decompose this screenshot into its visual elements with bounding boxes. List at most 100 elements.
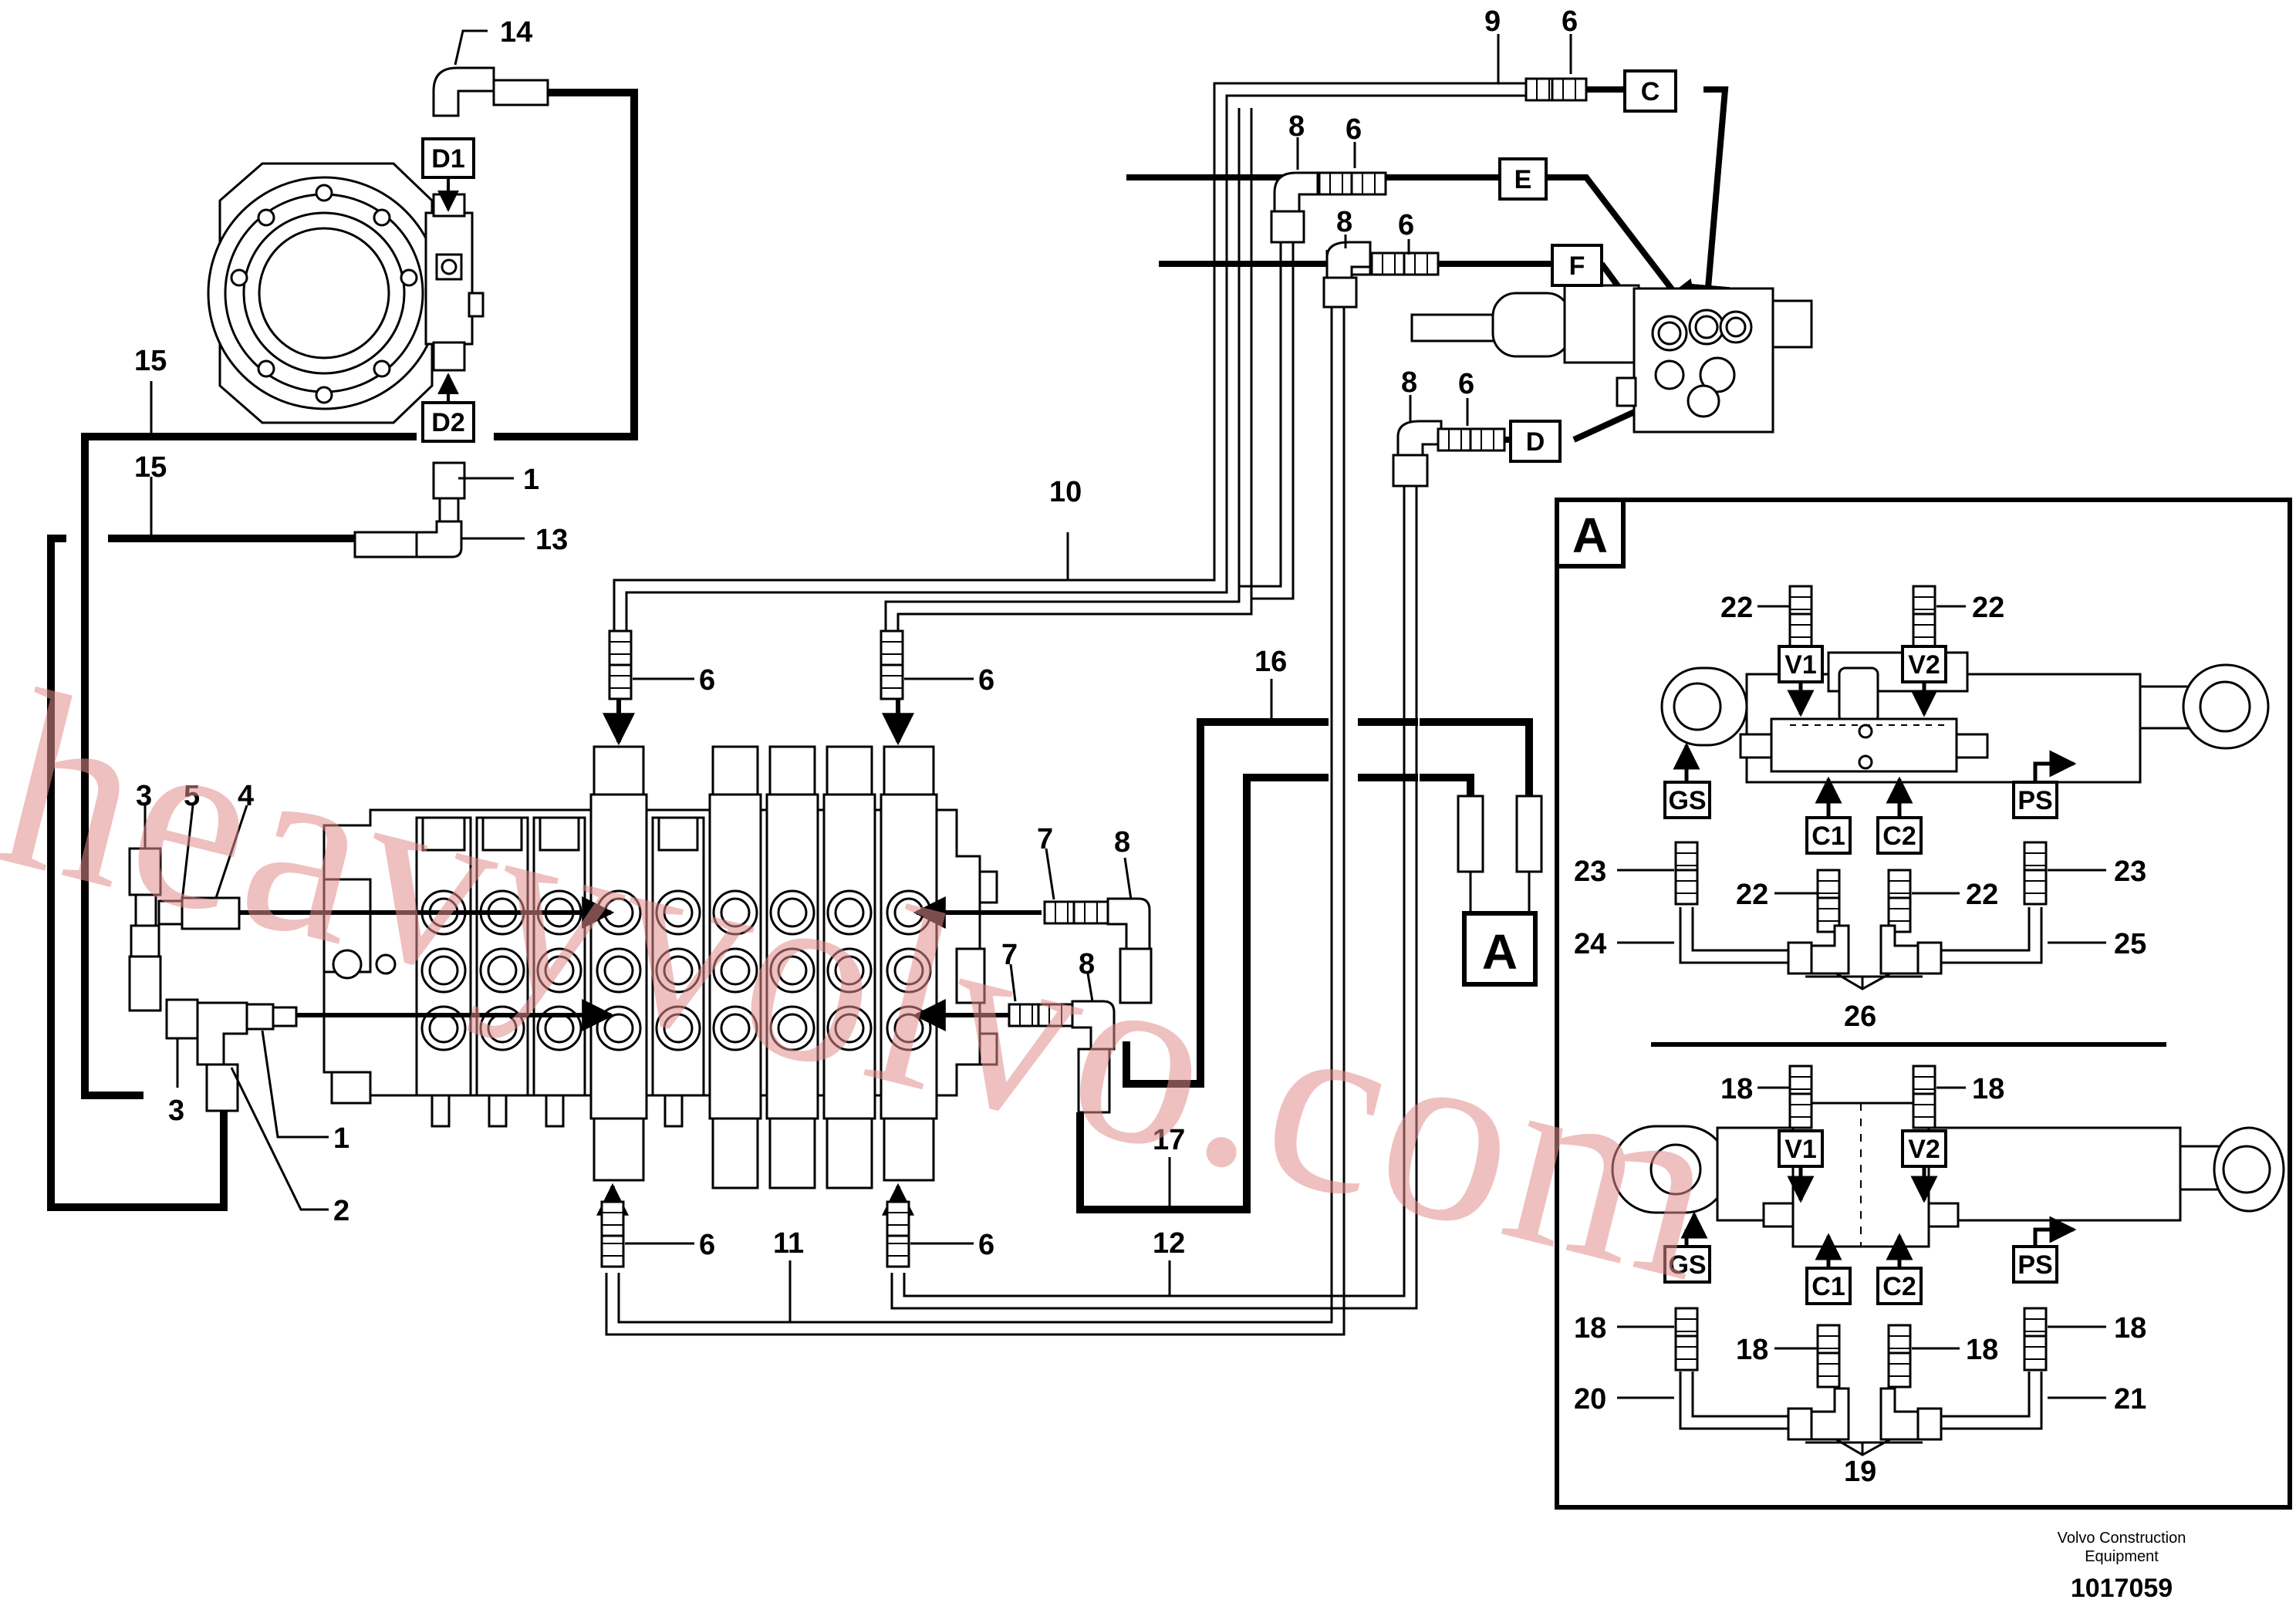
right-fittings bbox=[1008, 897, 1153, 1114]
callout-3: 3 bbox=[136, 780, 152, 812]
port-ps-upper-label: PS bbox=[2017, 786, 2052, 815]
callout-22: 22 bbox=[1972, 592, 2004, 624]
callout-8: 8 bbox=[1336, 206, 1352, 238]
callout-23: 23 bbox=[2114, 855, 2146, 888]
port-gs-lower-label: GS bbox=[1668, 1250, 1706, 1280]
callout-6: 6 bbox=[699, 664, 715, 697]
callout-18: 18 bbox=[2114, 1312, 2146, 1345]
port-box-c1-upper: C1 bbox=[1805, 816, 1852, 855]
pilot-control-valve bbox=[1410, 284, 1813, 434]
callout-11: 11 bbox=[773, 1227, 804, 1260]
callout-23: 23 bbox=[1574, 855, 1606, 888]
inset-elbows bbox=[1787, 924, 1943, 1441]
port-box-d2: D2 bbox=[421, 401, 475, 443]
port-box-gs-lower: GS bbox=[1663, 1245, 1711, 1284]
port-box-v2-upper: V2 bbox=[1901, 645, 1947, 683]
port-box-c: C bbox=[1623, 69, 1677, 113]
port-v1-upper-label: V1 bbox=[1784, 650, 1817, 680]
lower-cylinder bbox=[1611, 1102, 2285, 1248]
port-f-label: F bbox=[1569, 251, 1585, 281]
callout-24: 24 bbox=[1574, 928, 1606, 960]
callout-14: 14 bbox=[500, 16, 532, 49]
callout-22: 22 bbox=[1720, 592, 1753, 624]
port-box-c2-lower: C2 bbox=[1876, 1267, 1923, 1305]
callout-3: 3 bbox=[168, 1095, 184, 1127]
port-box-ps-lower: PS bbox=[2012, 1245, 2058, 1284]
callout-18: 18 bbox=[1736, 1334, 1768, 1366]
callout-18: 18 bbox=[1720, 1073, 1753, 1105]
callout-18: 18 bbox=[1972, 1073, 2004, 1105]
port-gs-upper-label: GS bbox=[1668, 786, 1706, 815]
port-c1-upper-label: C1 bbox=[1811, 822, 1845, 851]
callout-22: 22 bbox=[1966, 879, 1998, 911]
hose-to-A bbox=[1469, 872, 1531, 913]
callout-20: 20 bbox=[1574, 1383, 1606, 1415]
port-d1-label: D1 bbox=[431, 144, 464, 174]
callout-18: 18 bbox=[1574, 1312, 1606, 1345]
callout-6: 6 bbox=[1346, 113, 1362, 146]
callout-17: 17 bbox=[1153, 1124, 1185, 1156]
swing-motor bbox=[207, 66, 549, 558]
port-box-f: F bbox=[1551, 244, 1603, 287]
callout-9: 9 bbox=[1484, 5, 1501, 38]
top-right-fittings bbox=[1270, 77, 1588, 488]
port-c-label: C bbox=[1641, 77, 1660, 106]
callout-10: 10 bbox=[1049, 476, 1082, 508]
callout-7: 7 bbox=[1037, 823, 1053, 855]
callout-1: 1 bbox=[333, 1122, 349, 1155]
port-box-v2-lower: V2 bbox=[1901, 1129, 1947, 1168]
detail-ref-a: A bbox=[1462, 911, 1538, 987]
port-box-d: D bbox=[1509, 420, 1562, 463]
callout-22: 22 bbox=[1736, 879, 1768, 911]
callout-8: 8 bbox=[1288, 110, 1305, 143]
callout-1: 1 bbox=[523, 464, 539, 496]
port-box-c2-upper: C2 bbox=[1876, 816, 1923, 855]
callout-6: 6 bbox=[1562, 5, 1578, 38]
pilot-tubes bbox=[605, 82, 1648, 1336]
inset-tubes bbox=[1679, 907, 2043, 1455]
document-number: 1017059 bbox=[2070, 1574, 2173, 1603]
port-d2-label: D2 bbox=[431, 408, 464, 437]
port-box-d1: D1 bbox=[421, 137, 475, 179]
callout-18: 18 bbox=[1966, 1334, 1998, 1366]
callout-26: 26 bbox=[1844, 1000, 1876, 1033]
company-line-2: Equipment bbox=[2085, 1548, 2159, 1565]
detail-ref-a-label: A bbox=[1482, 924, 1518, 980]
hose-lines bbox=[47, 89, 1533, 1213]
callout-5: 5 bbox=[184, 780, 200, 812]
port-ps-lower-label: PS bbox=[2017, 1250, 2052, 1280]
callout-6: 6 bbox=[1398, 209, 1414, 241]
port-d-label: D bbox=[1526, 427, 1545, 457]
callout-8: 8 bbox=[1079, 948, 1095, 980]
callout-6: 6 bbox=[978, 664, 994, 697]
callout-6: 6 bbox=[978, 1229, 994, 1261]
port-box-c1-lower: C1 bbox=[1805, 1267, 1852, 1305]
port-v2-lower-label: V2 bbox=[1908, 1135, 1940, 1164]
callout-7: 7 bbox=[1001, 939, 1018, 971]
port-c2-upper-label: C2 bbox=[1882, 822, 1916, 851]
port-e-label: E bbox=[1514, 165, 1532, 194]
callout-4: 4 bbox=[238, 780, 254, 812]
callout-21: 21 bbox=[2114, 1383, 2146, 1415]
port-c2-lower-label: C2 bbox=[1882, 1272, 1916, 1301]
callout-16: 16 bbox=[1254, 646, 1287, 678]
port-v1-lower-label: V1 bbox=[1784, 1135, 1817, 1164]
left-fittings bbox=[128, 847, 298, 1112]
hose-end-fitting bbox=[1457, 795, 1484, 873]
callout-numbers: 14 1 1 3 15 15 10 9 6 8 6 8 6 8 6 6 6 6 6… bbox=[134, 5, 2146, 1488]
leader-lines bbox=[144, 29, 2106, 1456]
callout-15: 15 bbox=[134, 345, 167, 377]
port-box-ps-upper: PS bbox=[2012, 781, 2058, 819]
port-box-v1-lower: V1 bbox=[1778, 1129, 1824, 1168]
callout-6: 6 bbox=[1458, 368, 1474, 400]
callout-8: 8 bbox=[1114, 826, 1130, 859]
callout-15: 15 bbox=[134, 451, 167, 484]
port-v2-upper-label: V2 bbox=[1908, 650, 1940, 680]
callout-25: 25 bbox=[2114, 928, 2146, 960]
port-c1-lower-label: C1 bbox=[1811, 1272, 1845, 1301]
detail-a-title: A bbox=[1572, 508, 1608, 563]
port-box-v1-upper: V1 bbox=[1778, 645, 1824, 683]
hose-end-fitting bbox=[1515, 795, 1543, 873]
callout-6: 6 bbox=[699, 1229, 715, 1261]
